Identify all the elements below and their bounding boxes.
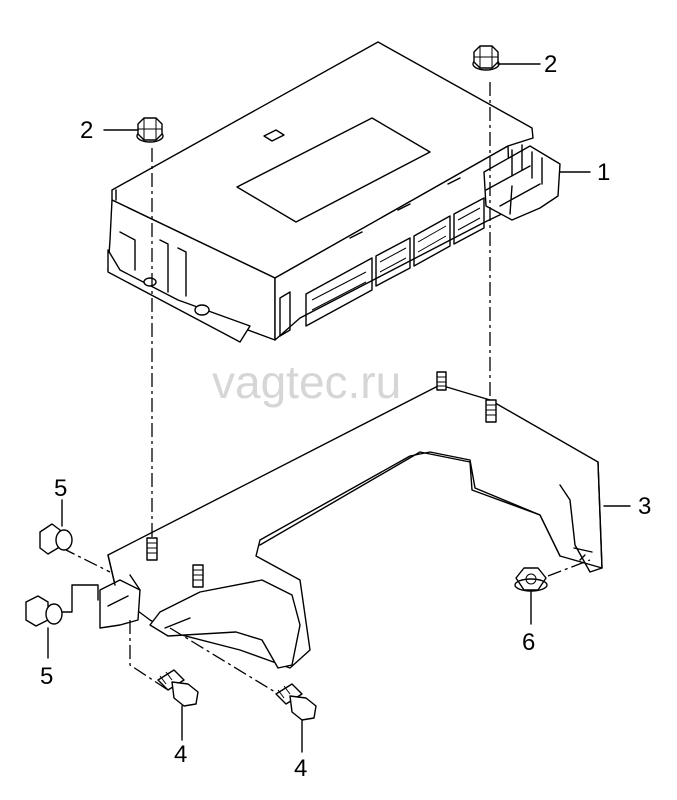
- rivet-nut-lower: [25, 595, 63, 627]
- callout-nut-top-left: 2: [80, 117, 93, 144]
- callout-hex-nut: 6: [522, 629, 535, 656]
- watermark: vagtec.ru: [212, 356, 401, 408]
- callout-nut-top-right: 2: [544, 51, 557, 78]
- stud-right: [485, 399, 497, 423]
- flange-nut-top-left: [136, 117, 164, 143]
- control-unit: [107, 41, 561, 343]
- bracket-left-tab: [99, 579, 141, 629]
- rivet-nut-upper: [39, 523, 73, 555]
- callout-rivet-nut-lower: 5: [40, 663, 53, 690]
- alignment-line-bolt-right: [169, 627, 281, 696]
- bracket: [99, 384, 603, 669]
- studs: [146, 371, 497, 588]
- bracket-lower-tab: [149, 579, 301, 669]
- control-unit-small-label: [263, 129, 285, 142]
- hex-nut: [514, 567, 548, 592]
- stud-middle: [192, 564, 204, 588]
- callout-bolt-left: 4: [174, 741, 187, 768]
- stud-left: [146, 537, 158, 561]
- callout-rivet-nut-upper: 5: [54, 475, 67, 502]
- control-unit-label: [236, 117, 431, 223]
- flange-nut-top-right: [472, 45, 500, 71]
- callout-bolt-right: 4: [294, 755, 307, 782]
- alignment-line-rivet-upper: [61, 547, 111, 573]
- control-unit-mounting-foot: [107, 249, 251, 343]
- foot-hole-right: [194, 304, 210, 316]
- foot-hole-left: [143, 277, 157, 287]
- hex-bolt-left: [157, 669, 199, 707]
- alignment-line-rivet-lower: [59, 584, 99, 613]
- stud-top: [436, 371, 447, 391]
- callout-bracket: 3: [638, 493, 651, 520]
- alignment-line-hex-nut: [547, 559, 591, 577]
- alignment-line-bolt-left: [129, 620, 169, 691]
- hex-bolt-right: [275, 683, 317, 721]
- control-unit-front-face: [274, 145, 511, 341]
- callout-control-unit: 1: [597, 159, 610, 186]
